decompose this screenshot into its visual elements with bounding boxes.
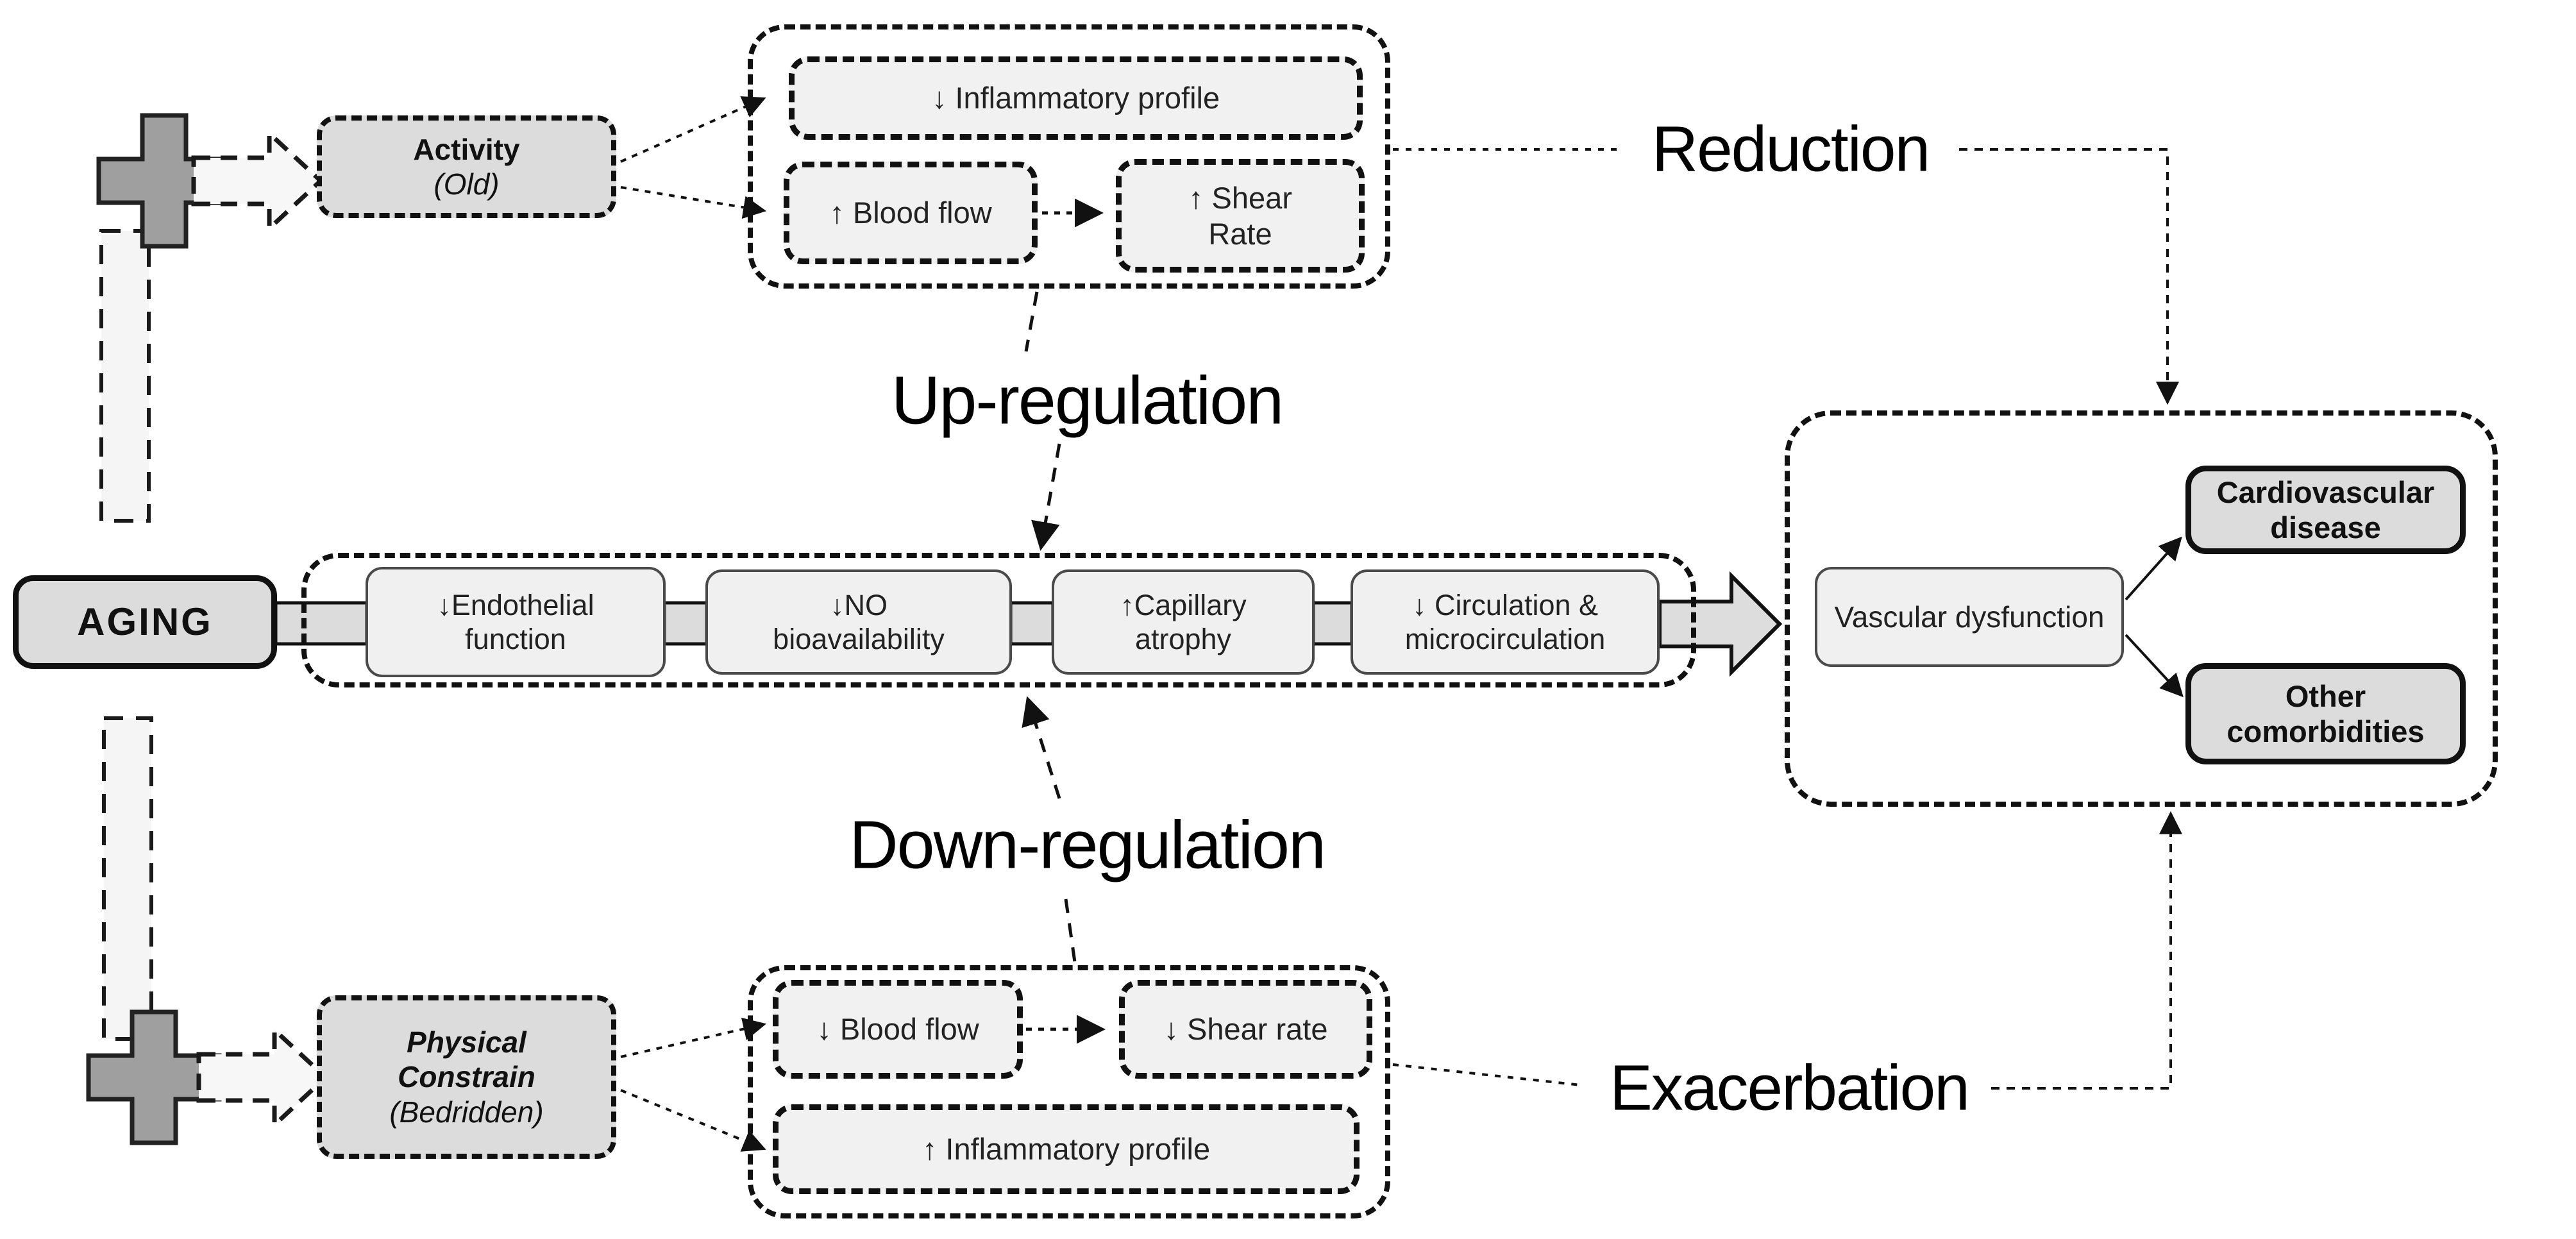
activity-to-bloodflow-arrow [620,186,767,219]
other-comorbidities-label: Other comorbidities [2227,678,2425,748]
activity-box: Activity (Old) [317,115,616,218]
vascular-dysfunction-label: Vascular dysfunction [1834,600,2105,634]
bottom-inflammatory-box: ↑ Inflammatory profile [773,1104,1360,1194]
chain-connector-bands [274,601,1354,646]
bottomgroup-to-exacerbation-line [1392,1063,1581,1086]
bottom-inflammatory-label: ↑ Inflammatory profile [922,1132,1211,1167]
up-regulation-label: Up-regulation [891,362,1284,439]
activity-subtitle: (Old) [434,167,500,201]
bottom-bloodflow-label: ↓ Blood flow [816,1012,979,1047]
vascular-dysfunction-box: Vascular dysfunction [1815,567,2124,667]
top-shear-box: ↑ Shear Rate [1116,159,1365,273]
top-shear-label: ↑ Shear Rate [1188,181,1292,251]
exacerbation-label: Exacerbation [1610,1052,1970,1124]
top-bloodflow-box: ↑ Blood flow [784,162,1038,264]
down-regulation-label: Down-regulation [849,807,1326,883]
chain-box-circulation: ↓ Circulation & microcirculation [1351,569,1660,675]
aging-box: AGING [13,575,277,669]
outcome-group [1785,410,2498,807]
chain-label: ↓NO bioavailability [773,588,945,655]
top-bloodflow-label: ↑ Blood flow [829,196,992,230]
chain-label: ↑Capillary atrophy [1120,588,1247,655]
bottom-shear-label: ↓ Shear rate [1163,1012,1328,1047]
activity-to-inflammatory-arrow [620,96,766,163]
vascular-to-other-arrow [2125,634,2184,698]
chain-box-no-bioavailability: ↓NO bioavailability [705,569,1012,675]
chain-label: ↓Endothelial function [437,588,594,655]
top-inflammatory-label: ↓ Inflammatory profile [931,81,1220,115]
exacerbation-to-outcome-arrow [1991,811,2182,1090]
bottom-bloodflow-box: ↓ Blood flow [773,980,1023,1079]
bottomgroup-to-downregulation-line [1064,898,1077,963]
chain-box-capillary-atrophy: ↑Capillary atrophy [1052,569,1315,675]
chain-label: ↓ Circulation & microcirculation [1404,588,1606,655]
cross-to-physical-arrow [196,1024,330,1131]
other-comorbidities-box: Other comorbidities [2185,663,2466,764]
top-inflammatory-box: ↓ Inflammatory profile [789,56,1363,140]
cardiovascular-disease-box: Cardiovascular disease [2185,466,2466,554]
bottom-effects-group [748,965,1390,1218]
chain-box-endothelial: ↓Endothelial function [366,567,666,677]
cardiovascular-disease-label: Cardiovascular disease [2216,475,2435,544]
upregulation-arrow [1031,443,1061,551]
reduction-to-outcome-arrow [1959,148,2179,405]
physical-title: Physical Constrain [398,1025,535,1094]
reduction-label: Reduction [1651,113,1930,185]
bottom-shear-box: ↓ Shear rate [1119,980,1372,1079]
physical-subtitle: (Bedridden) [389,1095,544,1129]
aging-bottom-band [102,716,153,1041]
middle-chain-group [301,553,1696,687]
activity-title: Activity [413,132,520,166]
chain-to-outcome-block-arrow [1658,571,1783,677]
vascular-to-cardio-arrow [2125,536,2182,601]
aging-top-band [99,229,151,523]
top-effects-group [748,24,1390,289]
aging-label: AGING [77,600,213,643]
topgroup-to-upregulation-line [1024,291,1039,352]
downregulation-arrow [1022,696,1061,799]
plus-icon [86,1009,222,1145]
cross-to-activity-arrow [191,128,324,234]
physical-constrain-box: Physical Constrain (Bedridden) [317,995,616,1159]
physical-to-bloodflow-arrow [620,1017,767,1058]
plus-icon [96,113,232,249]
physical-to-inflammatory-arrow [620,1089,766,1152]
